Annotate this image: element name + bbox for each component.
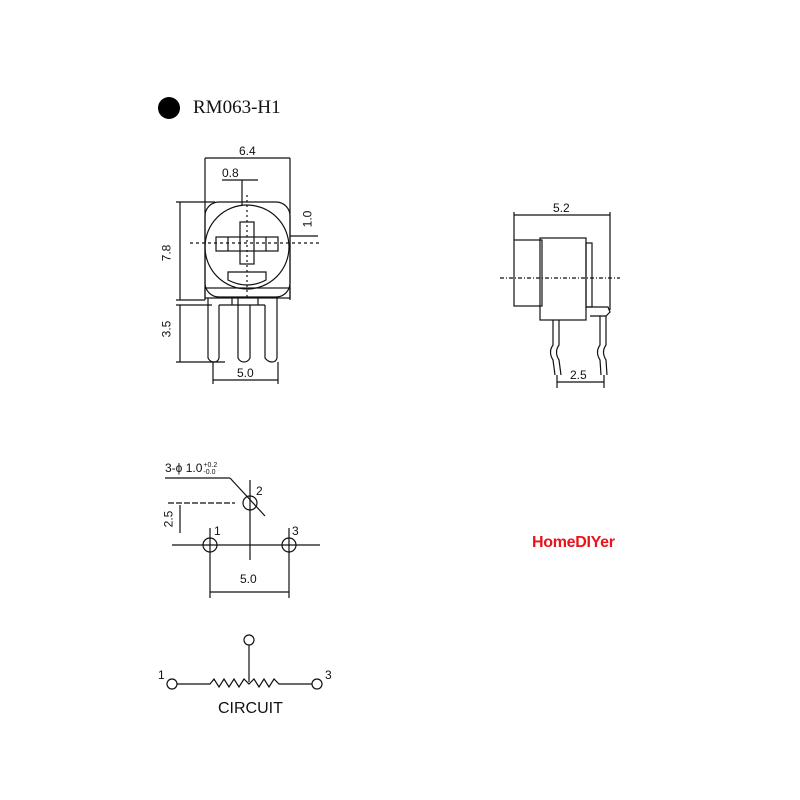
- circuit-label: CIRCUIT: [218, 700, 283, 717]
- dim-depth: 5.2: [553, 201, 570, 215]
- circuit-pin-3: 3: [325, 668, 332, 682]
- bullet-icon: [158, 97, 180, 119]
- dim-pin-length: 3.5: [159, 320, 174, 338]
- dim-pin-pitch: 5.0: [237, 366, 254, 380]
- tol-plus: +0.2: [203, 461, 218, 469]
- dim-offset: 1.0: [300, 210, 315, 228]
- brand-watermark: HomeDIYer: [532, 534, 615, 551]
- part-title: RM063-H1: [193, 97, 281, 118]
- dim-height: 7.8: [159, 244, 174, 262]
- dim-slot: 0.8: [222, 166, 239, 180]
- dim-horizontal: 5.0: [240, 572, 257, 586]
- hole-spec-main: 3-ϕ 1.0: [165, 461, 203, 475]
- circuit-pin-1: 1: [158, 668, 165, 682]
- dim-width: 6.4: [239, 144, 256, 158]
- pin-label-1: 1: [214, 524, 221, 538]
- dim-vertical: 2.5: [161, 510, 176, 528]
- pin-label-3: 3: [292, 524, 299, 538]
- hole-spec: 3-ϕ 1.0+0.2-0.0: [165, 461, 217, 476]
- dim-pin-offset: 2.5: [570, 368, 587, 382]
- tol-minus: -0.0: [203, 468, 216, 476]
- pin-label-2: 2: [256, 484, 263, 498]
